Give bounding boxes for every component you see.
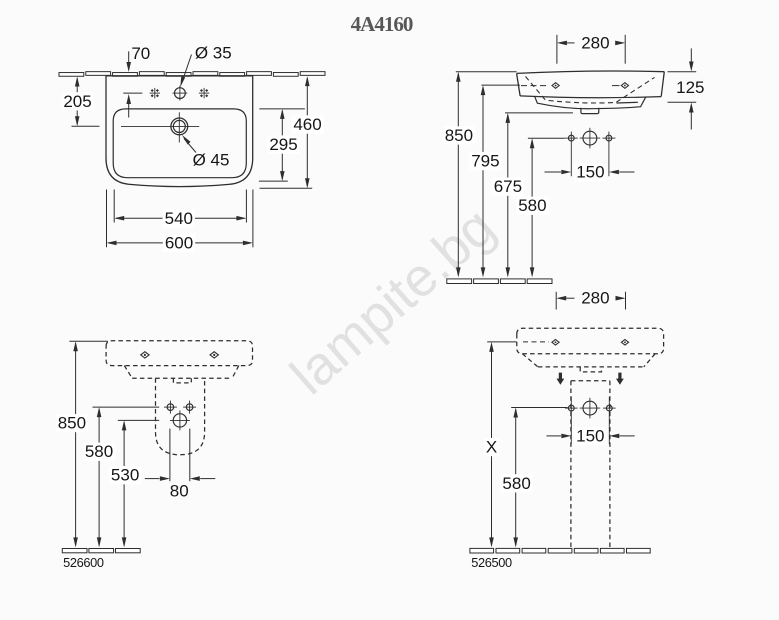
svg-text:Ø 45: Ø 45 bbox=[193, 150, 230, 169]
svg-text:675: 675 bbox=[494, 177, 522, 196]
svg-text:580: 580 bbox=[518, 196, 546, 215]
svg-text:80: 80 bbox=[170, 482, 189, 501]
svg-text:795: 795 bbox=[471, 152, 499, 171]
svg-text:280: 280 bbox=[581, 289, 609, 308]
svg-text:280: 280 bbox=[581, 33, 609, 52]
svg-text:205: 205 bbox=[63, 92, 91, 111]
svg-text:125: 125 bbox=[676, 78, 704, 97]
svg-text:530: 530 bbox=[111, 466, 139, 485]
svg-text:526500: 526500 bbox=[471, 555, 512, 570]
svg-text:X: X bbox=[486, 438, 497, 457]
svg-text:460: 460 bbox=[293, 115, 321, 134]
svg-text:850: 850 bbox=[445, 126, 473, 145]
svg-text:850: 850 bbox=[58, 414, 86, 433]
svg-text:580: 580 bbox=[502, 474, 530, 493]
svg-text:4A4160: 4A4160 bbox=[351, 12, 413, 36]
svg-text:600: 600 bbox=[165, 234, 193, 253]
svg-text:70: 70 bbox=[131, 44, 150, 63]
svg-text:526600: 526600 bbox=[63, 555, 104, 570]
svg-text:540: 540 bbox=[165, 209, 193, 228]
svg-text:Ø 35: Ø 35 bbox=[195, 44, 232, 63]
svg-text:295: 295 bbox=[269, 135, 297, 154]
svg-text:150: 150 bbox=[576, 163, 604, 182]
svg-text:150: 150 bbox=[576, 426, 604, 445]
svg-text:580: 580 bbox=[85, 442, 113, 461]
